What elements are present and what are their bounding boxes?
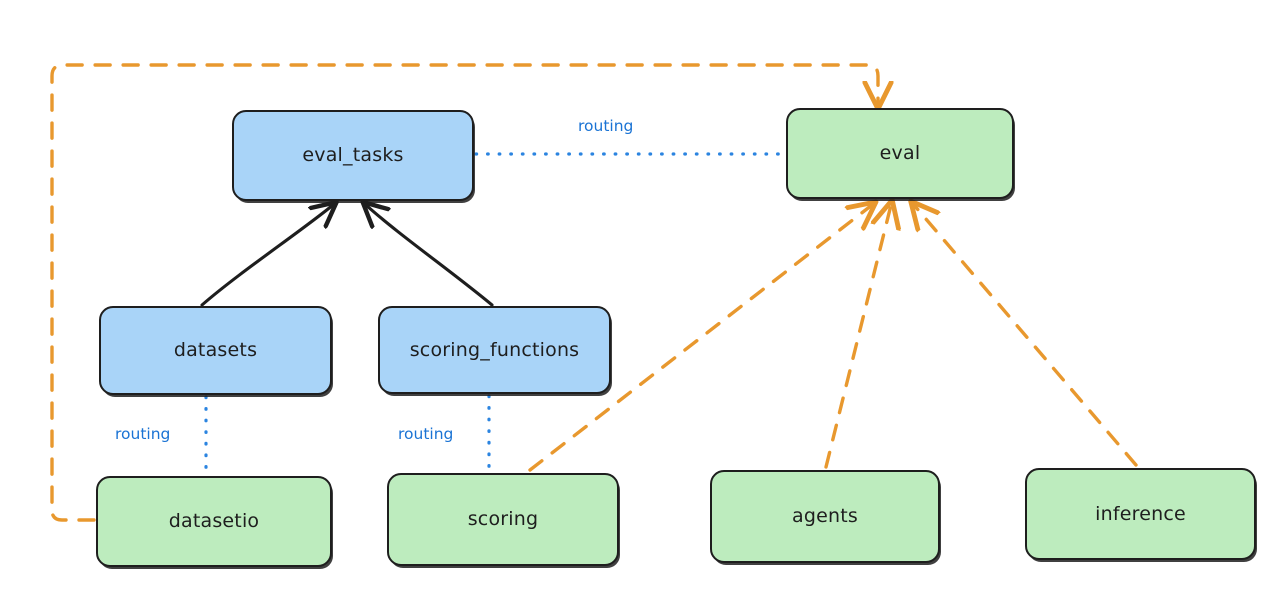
node-scoring-label: scoring <box>467 508 539 531</box>
node-eval-tasks-label: eval_tasks <box>302 144 404 167</box>
edge-label-routing-datasets-datasetio: routing <box>115 425 171 443</box>
node-datasets-label: datasets <box>173 339 258 362</box>
edge-scoring-to-eval-dependency <box>528 205 872 472</box>
node-scoring[interactable]: scoring <box>387 473 619 566</box>
node-scoring-functions-label: scoring_functions <box>409 338 580 361</box>
node-scoring-functions[interactable]: scoring_functions <box>378 306 611 394</box>
edge-inference-to-eval-dependency <box>914 205 1138 467</box>
node-datasetio-label: datasetio <box>168 510 260 533</box>
node-eval-tasks[interactable]: eval_tasks <box>232 110 474 201</box>
edge-datasetio-to-eval-dependency <box>50 63 878 522</box>
edge-datasets-to-eval-tasks <box>200 205 333 307</box>
node-inference-label: inference <box>1095 502 1186 525</box>
node-agents-label: agents <box>792 505 858 528</box>
node-datasets[interactable]: datasets <box>99 306 332 395</box>
node-datasetio[interactable]: datasetio <box>96 476 332 567</box>
edge-agents-to-eval-dependency <box>824 205 891 469</box>
edge-label-routing-scoring-functions-scoring: routing <box>398 425 454 443</box>
edge-scoring-functions-to-eval-tasks <box>366 205 494 307</box>
node-eval[interactable]: eval <box>786 108 1014 199</box>
edge-label-routing-eval-tasks-eval: routing <box>578 117 634 135</box>
node-eval-label: eval <box>879 142 921 165</box>
node-agents[interactable]: agents <box>710 470 940 563</box>
node-inference[interactable]: inference <box>1025 468 1256 560</box>
